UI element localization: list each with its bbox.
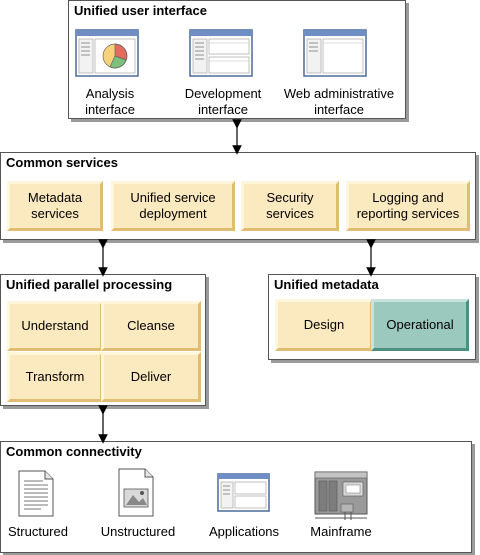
common-services-panel: Common services Metadata services Unifie… xyxy=(0,152,476,240)
applications-label: Applications xyxy=(208,524,280,539)
unified-metadata-panel: Unified metadata Design Operational xyxy=(268,274,476,360)
parallel-processing-title: Unified parallel processing xyxy=(6,277,173,292)
development-interface-label: Development interface xyxy=(184,86,262,117)
cleanse-cell: Cleanse xyxy=(101,301,201,351)
unified-ui-panel: Unified user interface Analysis interfac… xyxy=(68,0,406,119)
operational-cell: Operational xyxy=(371,299,469,351)
security-services-cell: Security services xyxy=(241,181,339,231)
unstructured-label: Unstructured xyxy=(100,524,176,539)
metadata-services-cell: Metadata services xyxy=(7,181,103,231)
structured-label: Structured xyxy=(8,524,68,539)
unstructured-document-icon xyxy=(118,468,154,517)
analysis-window-pie-chart-icon xyxy=(75,29,139,77)
unified-ui-title: Unified user interface xyxy=(74,3,207,18)
common-services-title: Common services xyxy=(6,155,118,170)
development-window-icon xyxy=(189,29,253,77)
web-admin-interface-label: Web administrative interface xyxy=(283,86,395,117)
unified-service-deployment-cell: Unified service deployment xyxy=(111,181,235,231)
web-admin-window-icon xyxy=(303,29,367,77)
structured-document-icon xyxy=(18,470,54,517)
common-connectivity-title: Common connectivity xyxy=(6,444,142,459)
application-window-icon xyxy=(217,473,270,512)
unified-metadata-title: Unified metadata xyxy=(274,277,379,292)
analysis-interface-label: Analysis interface xyxy=(85,86,135,117)
deliver-cell: Deliver xyxy=(101,352,201,402)
understand-cell: Understand xyxy=(7,301,103,351)
logging-reporting-services-cell: Logging and reporting services xyxy=(346,181,470,231)
mainframe-label: Mainframe xyxy=(310,524,372,539)
parallel-processing-panel: Unified parallel processing Understand C… xyxy=(0,274,206,406)
common-connectivity-panel: Common connectivity Structured Unstructu… xyxy=(0,441,472,553)
mainframe-icon xyxy=(314,471,368,520)
design-cell: Design xyxy=(275,299,373,351)
